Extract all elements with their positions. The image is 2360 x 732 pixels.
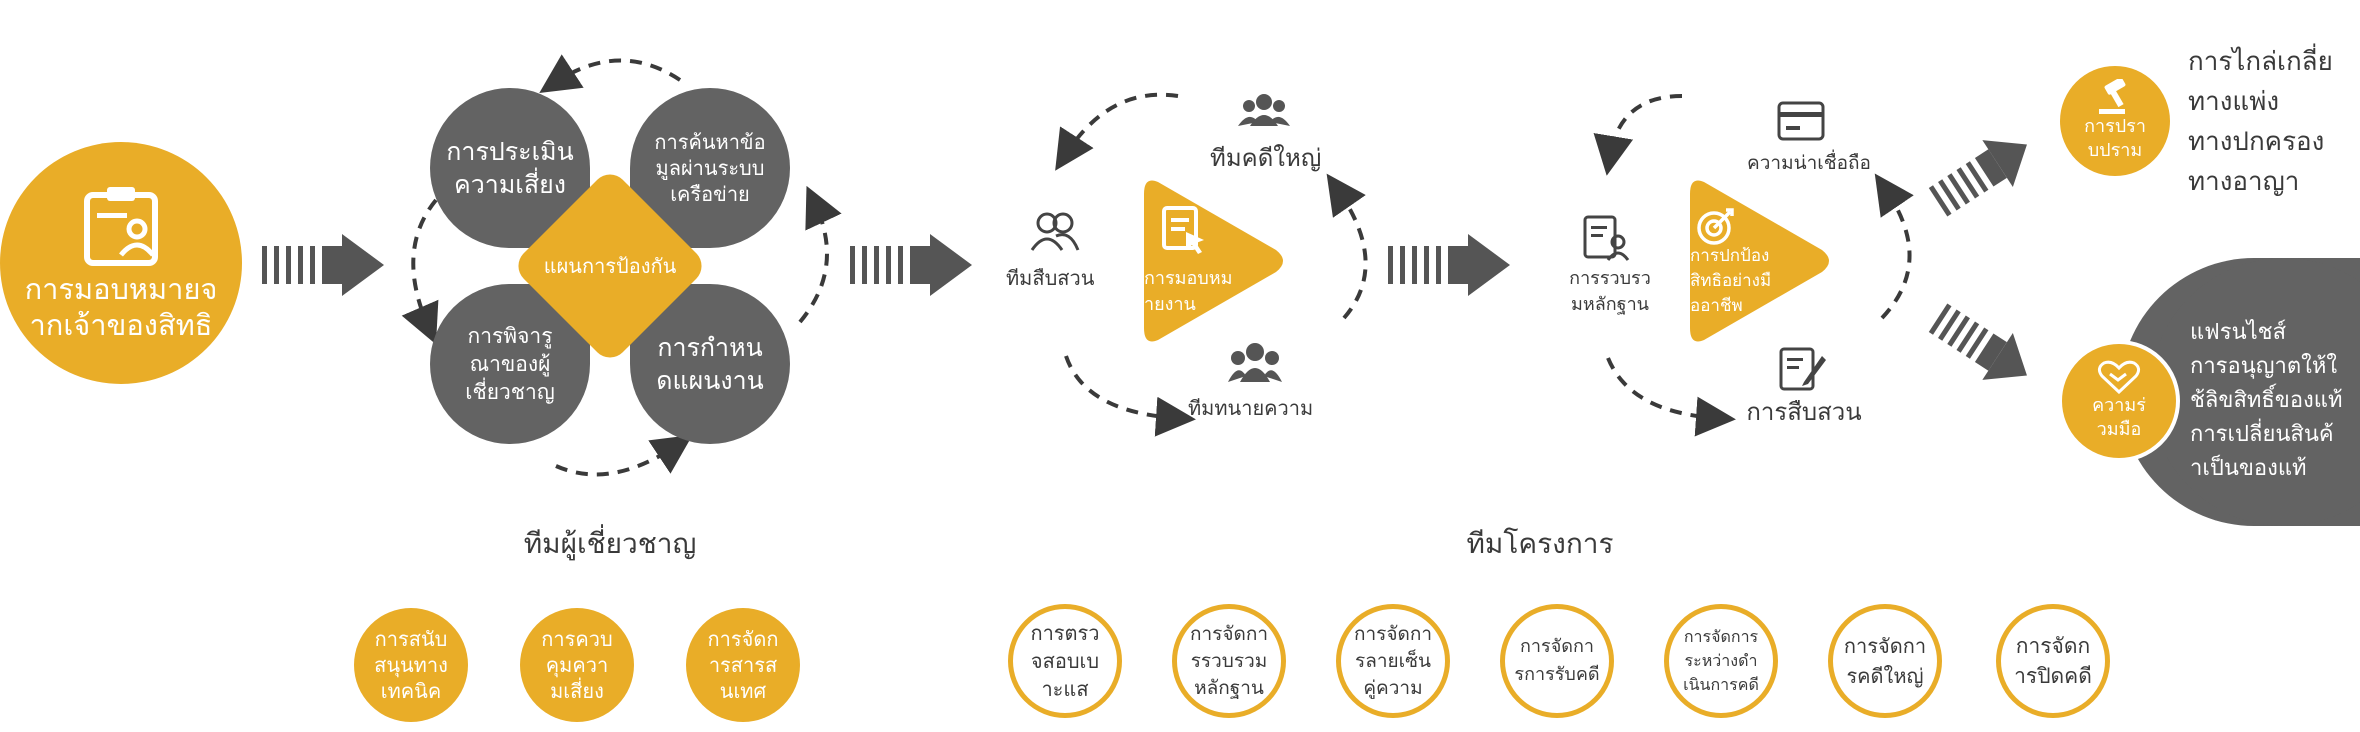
major-case-team-label: ทีมคดีใหญ่: [1210, 144, 1322, 172]
protection-label: การปกป้อง สิทธิอย่างมื ออาชีพ: [1690, 246, 1772, 316]
cooperation-circle: ความร่ วมมือ: [2058, 340, 2180, 462]
target-icon: [1697, 208, 1734, 245]
project-cycle-arrows: [1055, 92, 1368, 437]
expert-service-1: การสนับ สนุนทาง เทคนิค: [354, 608, 468, 722]
outcome-item: การอนุญาตให้ใ: [2190, 354, 2338, 379]
petal-plan-label: การกำหน ดแผนงาน: [656, 333, 764, 395]
project-service-7: การจัดก ารปิดคดี: [1996, 604, 2110, 718]
project-service-label: การจัดกา รการรับคดี: [1514, 636, 1600, 685]
expert-service-label: การสนับ สนุนทาง เทคนิค: [374, 627, 448, 703]
petal-network-label: การค้นหาข้อ มูลผ่านระบบ เครือข่าย: [654, 130, 766, 206]
outcome-item: ทางอาญา: [2188, 167, 2300, 197]
project-service-6: การจัดกา รคดีใหญ่: [1828, 604, 1942, 718]
petal-risk-label: การประเมิน ความเสี่ยง: [446, 137, 574, 199]
entrust-label: การมอบหมายจ ากเจ้าของสิทธิ: [24, 272, 218, 342]
project-service-1: การตรว จสอบเบ าะแส: [1008, 604, 1122, 718]
project-service-4: การจัดกา รการรับคดี: [1500, 604, 1614, 718]
protection-cycle-arrows: [1593, 94, 1914, 437]
handshake-icon: [2097, 360, 2141, 394]
assignment-label: การมอบหม ายงาน: [1144, 268, 1233, 315]
flow-arrow-2: [850, 234, 972, 296]
two-people-icon: [1030, 212, 1080, 251]
outcome-item: แฟรนไชส์: [2190, 320, 2287, 345]
suppression-label: การปรา บปราม: [2084, 116, 2146, 161]
project-service-2: การจัดกา รรวบรวม หลักฐาน: [1172, 604, 1286, 718]
lawyer-team-icon: [1228, 343, 1282, 382]
credit-card-icon: [1777, 101, 1825, 141]
cooperation-list: แฟรนไชส์ การอนุญาตให้ใ ช้ลิขสิทธิ์ของแท้…: [2190, 316, 2343, 486]
flow-arrow-up: [1928, 140, 2027, 217]
evidence-document-icon: [1583, 215, 1630, 261]
assignment-triangle: [1144, 180, 1283, 342]
outcome-item: ช้ลิขสิทธิ์ของแท้: [2190, 388, 2343, 413]
project-team-title: ทีมโครงการ: [1466, 527, 1614, 560]
team-group-icon: [1238, 94, 1290, 126]
document-pen-icon: [1779, 347, 1826, 391]
project-service-label: การจัดก ารปิดคดี: [2014, 634, 2092, 688]
suppression-list: การไกล่เกลี่ย ทางแพ่ง ทางปกครอง ทางอาญา: [2188, 42, 2333, 202]
outcome-item: ทางแพ่ง: [2188, 87, 2280, 117]
expert-service-label: การจัดก ารสารส นเทศ: [707, 627, 779, 703]
expert-service-label: การควบ คุมควา มเสี่ยง: [541, 627, 613, 703]
investigation-team-label: ทีมสืบสวน: [1006, 266, 1095, 290]
expert-cycle-arrows: [401, 54, 842, 477]
flow-arrow-down: [1928, 303, 2027, 380]
clipboard-user-icon: [84, 187, 158, 266]
expert-service-3: การจัดก ารสารส นเทศ: [686, 608, 800, 722]
suppression-circle: การปรา บปราม: [2060, 66, 2170, 176]
cooperation-panel-cap: [2150, 258, 2360, 526]
outcome-item: ทางปกครอง: [2188, 127, 2325, 157]
petal-review-label: การพิจารู ณาของผู้ เชี่ยวชาญ: [465, 324, 555, 404]
project-service-3: การจัดกา รลายเซ็น คู่ความ: [1336, 604, 1450, 718]
project-service-5: การจัดการ ระหว่างดำ เนินการคดี: [1664, 604, 1778, 718]
credibility-label: ความน่าเชื่อถือ: [1747, 152, 1871, 174]
gavel-icon: [2099, 79, 2126, 114]
project-service-label: การตรว จสอบเบ าะแส: [1030, 621, 1100, 701]
project-service-label: การจัดกา รคดีใหญ่: [1843, 634, 1927, 688]
project-service-label: การจัดกา รรวบรวม หลักฐาน: [1189, 622, 1269, 699]
investigation-label: การสืบสวน: [1746, 398, 1862, 426]
flow-arrow-3: [1388, 234, 1510, 296]
prevention-plan-label: แผนการป้องกัน: [543, 254, 677, 278]
outcome-item: การไกล่เกลี่ย: [2188, 47, 2333, 77]
flow-arrow-1: [262, 234, 384, 296]
expert-service-2: การควบ คุมควา มเสี่ยง: [520, 608, 634, 722]
evidence-collection-label: การรวบรว มหลักฐาน: [1569, 268, 1651, 315]
lawyer-team-label: ทีมทนายความ: [1188, 396, 1314, 420]
cooperation-label: ความร่ วมมือ: [2092, 395, 2146, 440]
entrust-circle: การมอบหมายจ ากเจ้าของสิทธิ: [0, 142, 242, 384]
protection-triangle: [1690, 180, 1829, 342]
expert-team-title: ทีมผู้เชี่ยวชาญ: [523, 527, 697, 560]
document-cursor-icon: [1162, 206, 1204, 254]
outcome-item: าเป็นของแท้: [2190, 456, 2307, 481]
project-service-label: การจัดกา รลายเซ็น คู่ความ: [1353, 622, 1433, 699]
outcome-item: การเปลี่ยนสินค้: [2190, 422, 2334, 447]
project-service-label: การจัดการ ระหว่างดำ เนินการคดี: [1683, 627, 1759, 694]
